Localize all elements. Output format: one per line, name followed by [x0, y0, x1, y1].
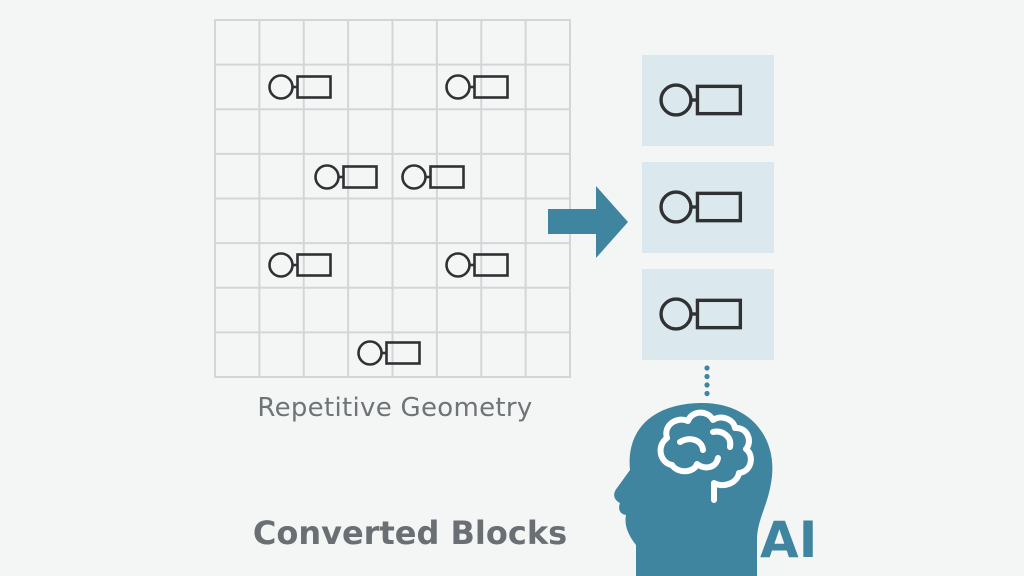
- circle-square-block-icon: [659, 190, 743, 224]
- circle-square-block-icon: [659, 83, 743, 117]
- ai-head-brain-icon: [614, 402, 773, 576]
- block-circle: [445, 252, 471, 278]
- connector-dot: [704, 365, 710, 371]
- connector-dot: [704, 373, 710, 380]
- circle-square-block-icon: [659, 297, 743, 331]
- circle-square-block-icon: [401, 164, 465, 190]
- arrow-shape: [548, 186, 628, 258]
- circle-square-block-icon: [445, 252, 509, 278]
- geometry-grid: [214, 19, 571, 378]
- converted-block-background: [642, 269, 774, 360]
- converted-blocks-label: Converted Blocks: [252, 514, 568, 552]
- head-silhouette: [614, 402, 773, 576]
- ai-label: AI: [760, 511, 818, 569]
- block-rect: [473, 253, 509, 277]
- converted-blocks-list: [642, 55, 774, 360]
- block-rect: [695, 84, 743, 116]
- block-rect: [296, 75, 332, 99]
- repetitive-geometry-label: Repetitive Geometry: [257, 393, 533, 423]
- block-circle: [445, 74, 471, 100]
- circle-square-block-icon: [357, 340, 421, 366]
- block-rect: [296, 253, 332, 277]
- converted-block-tile: [642, 269, 774, 360]
- brain-outline: [657, 409, 754, 503]
- converted-block-background: [642, 162, 774, 253]
- block-circle: [268, 252, 294, 278]
- brain-fold-1: [669, 455, 721, 475]
- block-rect: [695, 191, 743, 223]
- connector-dot: [704, 390, 710, 397]
- circle-square-block-icon: [445, 74, 509, 100]
- block-circle: [357, 340, 383, 366]
- block-circle: [268, 74, 294, 100]
- repetitive-geometry-blocks: [268, 74, 509, 366]
- dotted-connector-icon: [704, 365, 710, 397]
- circle-square-block-icon: [314, 164, 378, 190]
- block-rect: [473, 75, 509, 99]
- brain-fold-2: [677, 436, 706, 453]
- block-rect: [342, 165, 378, 189]
- block-circle: [401, 164, 427, 190]
- brain-fold-3: [710, 428, 734, 450]
- brain-icon: [657, 409, 754, 503]
- circle-square-block-icon: [268, 74, 332, 100]
- block-rect: [695, 298, 743, 330]
- circle-square-block-icon: [268, 252, 332, 278]
- block-rect: [429, 165, 465, 189]
- block-rect: [385, 341, 421, 365]
- converted-block-background: [642, 55, 774, 146]
- block-circle: [314, 164, 340, 190]
- converted-block-tile: [642, 55, 774, 146]
- converted-block-tile: [642, 162, 774, 253]
- right-arrow-icon: [548, 186, 628, 258]
- connector-dot: [704, 382, 710, 388]
